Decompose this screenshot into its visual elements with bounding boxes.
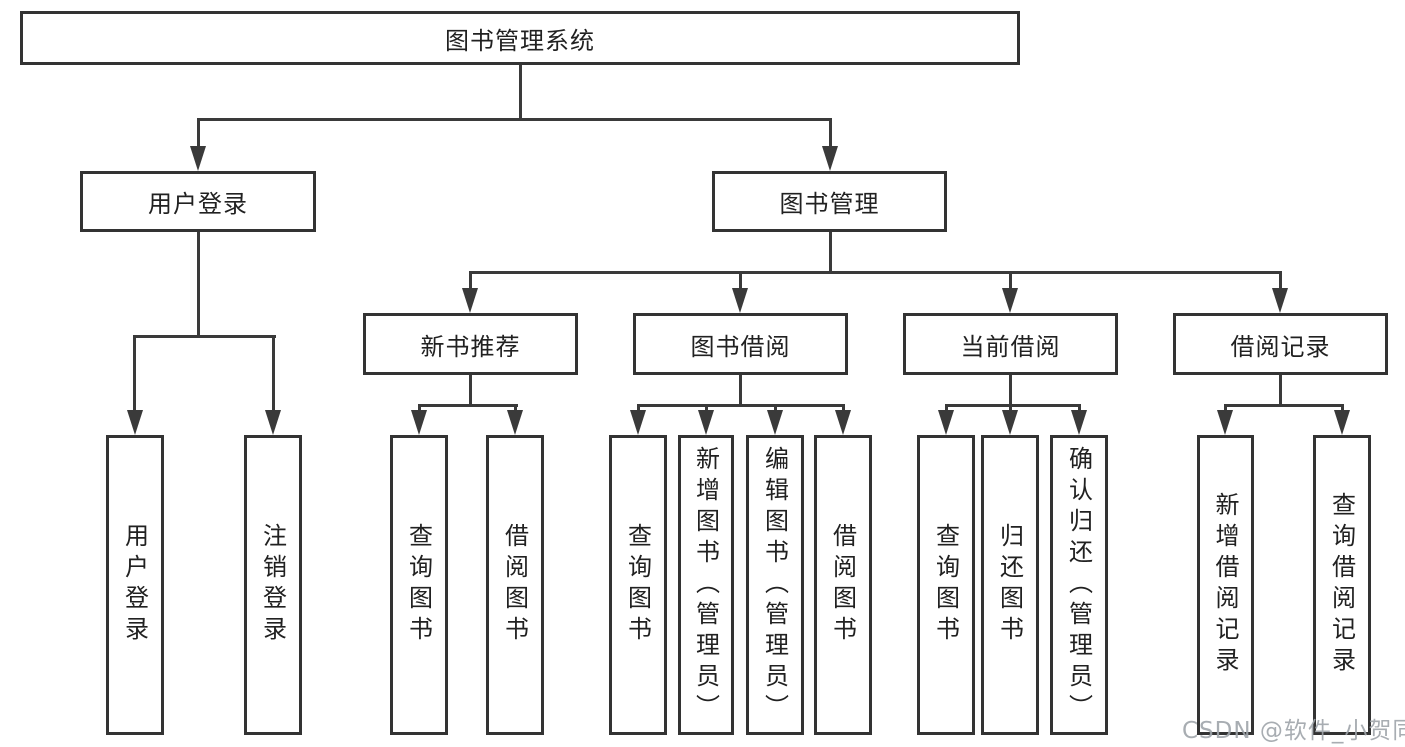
leaf-logout: 注销登录	[244, 435, 302, 735]
node-user-login: 用户登录	[80, 171, 316, 232]
node-current-borrowing: 当前借阅	[903, 313, 1118, 375]
connector-line	[197, 232, 200, 338]
leaf-logout-label: 注销登录	[258, 523, 287, 647]
connector-line	[519, 65, 522, 120]
node-user-login-label: 用户登录	[148, 190, 248, 218]
connector-arrowhead-down	[630, 410, 646, 435]
connector-line	[469, 375, 472, 406]
leaf-borrow-books-recommend: 借阅图书	[486, 435, 544, 735]
leaf-edit-book-admin: 编辑图书（管理员）	[746, 435, 804, 735]
leaf-add-borrow-record-label: 新增借阅记录	[1211, 492, 1239, 678]
connector-arrowhead-down	[265, 410, 281, 435]
connector-line	[1009, 375, 1012, 406]
connector-line	[1279, 271, 1282, 292]
connector-line	[829, 118, 832, 152]
leaf-edit-book-admin-label: 编辑图书（管理员）	[760, 445, 789, 725]
leaf-query-borrow-record-label: 查询借阅记录	[1327, 492, 1356, 678]
connector-line	[469, 271, 1282, 274]
connector-arrowhead-down	[1272, 288, 1288, 313]
connector-line	[945, 404, 1081, 407]
connector-arrowhead-down	[767, 410, 783, 435]
node-borrowing-records-label: 借阅记录	[1230, 332, 1331, 361]
connector-arrowhead-down	[938, 410, 954, 435]
leaf-query-borrow-record: 查询借阅记录	[1313, 435, 1371, 735]
connector-arrowhead-down	[1002, 288, 1018, 313]
csdn-watermark: CSDN @软件_小贺同学	[1182, 718, 1405, 744]
connector-line	[739, 375, 742, 406]
connector-line	[1224, 404, 1344, 407]
leaf-borrow-books-label: 借阅图书	[828, 523, 857, 647]
connector-line	[469, 271, 472, 292]
connector-line	[418, 404, 518, 407]
connector-arrowhead-down	[835, 410, 851, 435]
leaf-query-books-borrowing: 查询图书	[609, 435, 667, 735]
connector-arrowhead-down	[732, 288, 748, 313]
leaf-confirm-return-admin: 确认归还（管理员）	[1050, 435, 1108, 735]
connector-arrowhead-down	[1217, 410, 1233, 435]
leaf-return-book-label: 归还图书	[995, 523, 1024, 647]
leaf-confirm-return-admin-label: 确认归还（管理员）	[1064, 445, 1093, 725]
leaf-add-borrow-record: 新增借阅记录	[1197, 435, 1254, 735]
leaf-return-book: 归还图书	[981, 435, 1039, 735]
connector-arrowhead-down	[462, 288, 478, 313]
node-current-borrowing-label: 当前借阅	[960, 332, 1061, 361]
leaf-query-books-current: 查询图书	[917, 435, 975, 735]
node-book-borrowing-label: 图书借阅	[690, 332, 791, 361]
connector-line	[829, 232, 832, 274]
connector-arrowhead-down	[190, 146, 206, 171]
connector-line	[637, 404, 845, 407]
connector-arrowhead-down	[507, 410, 523, 435]
connector-line	[739, 271, 742, 292]
leaf-borrow-books: 借阅图书	[814, 435, 872, 735]
node-root: 图书管理系统	[20, 11, 1020, 65]
leaf-query-books-borrowing-label: 查询图书	[623, 523, 652, 647]
node-book-management: 图书管理	[712, 171, 947, 232]
leaf-query-books-recommend: 查询图书	[390, 435, 448, 735]
leaf-user-login-label: 用户登录	[120, 523, 149, 647]
connector-arrowhead-down	[1002, 410, 1018, 435]
connector-arrowhead-down	[411, 410, 427, 435]
connector-line	[197, 118, 832, 121]
connector-line	[1009, 271, 1012, 292]
connector-line	[133, 335, 276, 338]
leaf-add-book-admin: 新增图书（管理员）	[678, 435, 734, 735]
connector-arrowhead-down	[698, 410, 714, 435]
connector-arrowhead-down	[1071, 410, 1087, 435]
node-new-book-recommend-label: 新书推荐	[420, 332, 521, 361]
node-book-borrowing: 图书借阅	[633, 313, 848, 375]
leaf-user-login: 用户登录	[106, 435, 164, 735]
node-root-label: 图书管理系统	[445, 26, 595, 55]
node-book-management-label: 图书管理	[779, 190, 880, 218]
connector-line	[197, 118, 200, 152]
node-new-book-recommend: 新书推荐	[363, 313, 578, 375]
connector-line	[272, 335, 275, 412]
connector-line	[133, 335, 136, 412]
node-borrowing-records: 借阅记录	[1173, 313, 1388, 375]
connector-arrowhead-down	[822, 146, 838, 171]
connector-arrowhead-down	[1334, 410, 1350, 435]
connector-arrowhead-down	[127, 410, 143, 435]
connector-line	[1279, 375, 1282, 406]
leaf-query-books-current-label: 查询图书	[931, 523, 960, 647]
leaf-add-book-admin-label: 新增图书（管理员）	[691, 445, 720, 725]
leaf-query-books-recommend-label: 查询图书	[404, 523, 433, 647]
leaf-borrow-books-recommend-label: 借阅图书	[500, 523, 529, 647]
